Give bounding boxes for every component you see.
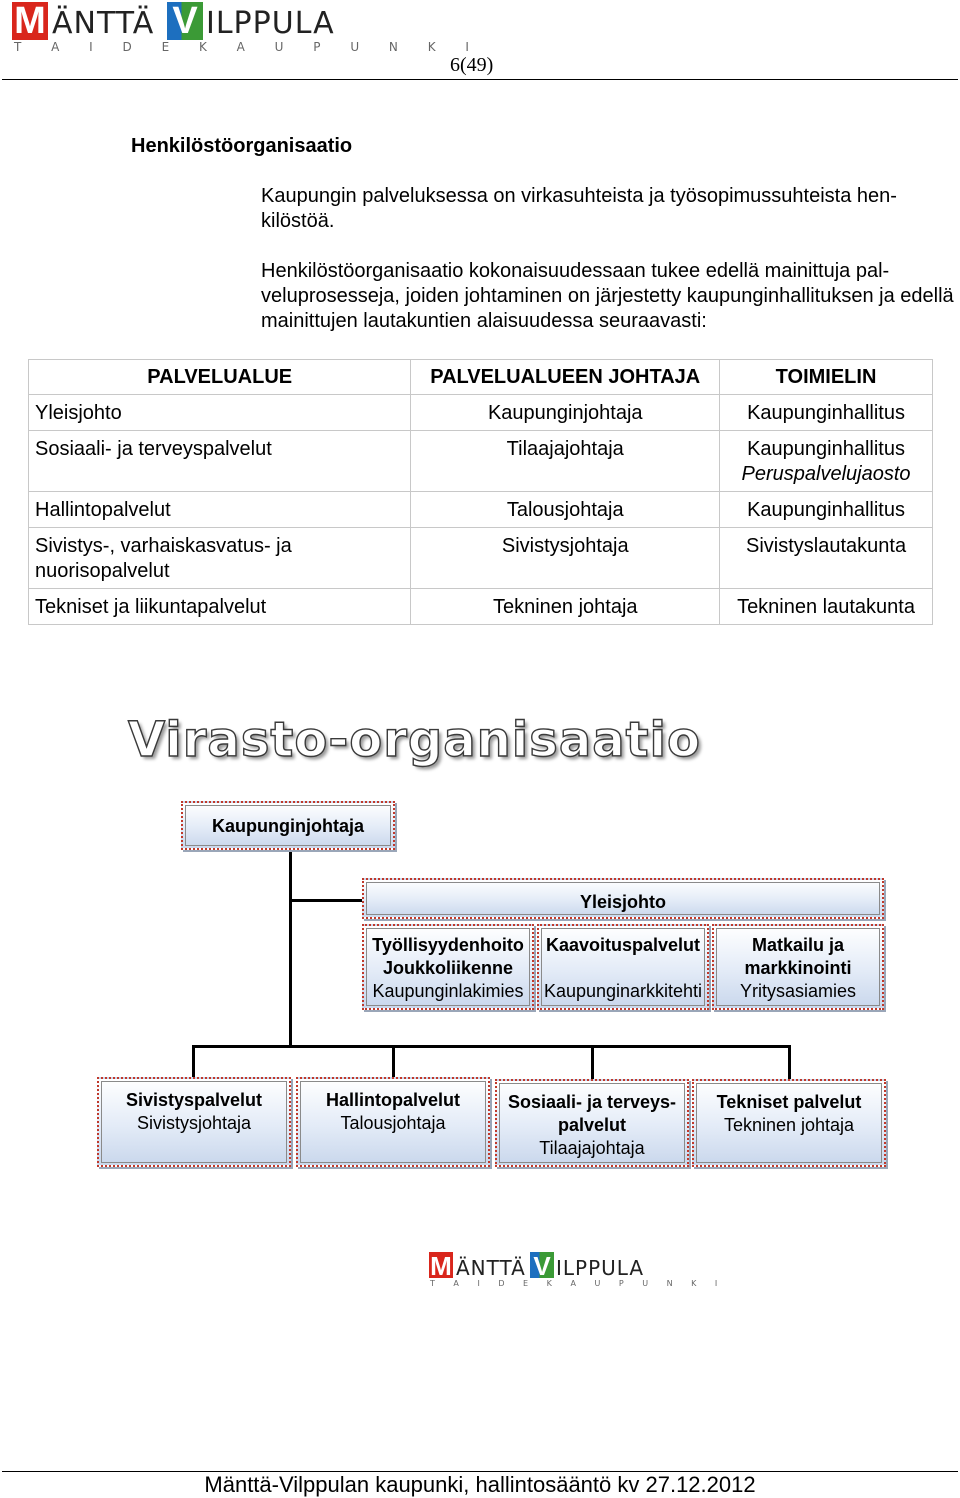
connector-drop-4 [788, 1045, 791, 1079]
department-leader: Sivistysjohtaja [136, 1113, 252, 1133]
connector-drop-2 [392, 1045, 395, 1079]
table-header-row: PALVELUALUE PALVELUALUEEN JOHTAJA TOIMIE… [27, 359, 933, 395]
footer-logo: M ÄNTTÄ V ILPPULA T A I D E K A U P U N … [429, 1251, 717, 1288]
page-footer: Mänttä-Vilppulan kaupunki, hallintosäänt… [204, 1472, 756, 1497]
org-chart-title: Virasto-organisaatio [127, 711, 701, 768]
cell-area: Sosiaali- ja terveyspalvelut [27, 430, 412, 492]
cell-area: Hallintopalvelut [27, 491, 412, 528]
cell-leader: Tilaajajohtaja [410, 430, 721, 492]
logo-word-vilppula: ILPPULA [556, 1256, 645, 1280]
paragraph-2: Henkilöstöorganisaatio kokonaisuudessaan… [261, 260, 954, 332]
department-leader: Tilaajajohtaja [539, 1138, 645, 1158]
table-row: Sosiaali- ja terveyspalvelut Tilaajajoht… [27, 430, 933, 492]
table-row: Sivistys-, varhaiskasvatus- ja nuorisopa… [27, 527, 933, 589]
org-box-label: Yleisjohto [579, 892, 666, 912]
department-name: Hallintopalvelut [325, 1090, 460, 1110]
unit-line-1: Työllisyydenhoito [372, 935, 524, 955]
table-row: Hallintopalvelut Talousjohtaja Kaupungin… [27, 491, 933, 528]
department-name-cont: palvelut [557, 1115, 627, 1135]
cell-area: Yleisjohto [27, 394, 412, 431]
department-leader: Tekninen johtaja [723, 1115, 855, 1135]
cell-body: Kaupunginhallitus Peruspalvelujaosto [719, 430, 933, 492]
paragraph-1: Kaupungin palveluksessa on virkasuhteist… [261, 185, 897, 232]
header-johtaja: PALVELUALUEEN JOHTAJA [410, 359, 721, 395]
header-palvelualue: PALVELUALUE [27, 359, 412, 395]
connector-trunk [289, 848, 292, 1048]
header-toimielin: TOIMIELIN [719, 359, 933, 395]
connector-drop-3 [591, 1045, 594, 1079]
logo-m-letter: M [430, 1251, 452, 1281]
cell-leader: Talousjohtaja [410, 491, 721, 528]
org-box-unit-2: Kaavoituspalvelut Kaupunginarkkitehti [537, 924, 709, 1010]
cell-area: Tekniset ja liikuntapalvelut [27, 588, 412, 625]
connector-drop-1 [192, 1045, 195, 1079]
unit-line-3: Yritysasiamies [739, 981, 857, 1001]
cell-leader: Tekninen johtaja [410, 588, 721, 625]
org-box-unit-1: Työllisyydenhoito Joukkoliikenne Kaupung… [362, 924, 534, 1010]
section-heading: Henkilöstöorganisaatio [131, 135, 353, 157]
unit-line-2: markkinointi [744, 958, 852, 978]
org-box-department-2: Hallintopalvelut Talousjohtaja [296, 1077, 490, 1167]
cell-leader: Sivistysjohtaja [410, 527, 721, 589]
org-box-department-4: Tekniset palvelut Tekninen johtaja [692, 1079, 886, 1167]
department-name: Sivistyspalvelut [125, 1090, 263, 1110]
logo-m-block: M [12, 0, 48, 42]
service-area-table: PALVELUALUE PALVELUALUEEN JOHTAJA TOIMIE… [27, 359, 933, 625]
logo-v-letter: V [172, 0, 198, 42]
cell-body: Sivistyslautakunta [719, 527, 933, 589]
org-box-label: Kaupunginjohtaja [212, 816, 364, 836]
unit-line-1: Matkailu ja [751, 935, 845, 955]
connector-horizontal [192, 1045, 791, 1048]
unit-line-3: Kaupunginlakimies [372, 981, 524, 1001]
cell-body-sub: Peruspalvelujaosto [741, 463, 911, 485]
department-name: Sosiaali- ja terveys- [507, 1092, 677, 1112]
cell-area: Sivistys-, varhaiskasvatus- ja nuorisopa… [27, 527, 412, 589]
logo-m-letter: M [14, 0, 46, 42]
table-row: Yleisjohto Kaupunginjohtaja Kaupunginhal… [27, 394, 933, 431]
org-box-department-1: Sivistyspalvelut Sivistysjohtaja [97, 1077, 291, 1167]
table-row: Tekniset ja liikuntapalvelut Tekninen jo… [27, 588, 933, 625]
unit-line-1: Kaavoituspalvelut [545, 935, 701, 955]
page-number: 6(49) [450, 54, 494, 76]
logo-v-letter: V [533, 1251, 551, 1281]
department-leader: Talousjohtaja [340, 1113, 446, 1133]
logo-subtitle: T A I D E K A U P U N K I [430, 1279, 726, 1288]
header-rule [2, 79, 958, 80]
logo-v-block: V [167, 0, 203, 42]
unit-line-2: Joukkoliikenne [382, 958, 514, 978]
unit-line-2 [539, 957, 707, 980]
cell-body: Tekninen lautakunta [719, 588, 933, 625]
department-name: Tekniset palvelut [716, 1092, 862, 1112]
logo-word-mantta: ÄNTTÄ [456, 1256, 526, 1280]
org-box-department-3: Sosiaali- ja terveys- palvelut Tilaajajo… [495, 1079, 689, 1167]
cell-leader: Kaupunginjohtaja [410, 394, 721, 431]
cell-body-main: Kaupunginhallitus [747, 438, 905, 460]
org-box-yleisjohto: Yleisjohto [362, 878, 884, 919]
logo-subtitle: T A I D E K A U P U N K I [14, 40, 482, 54]
logo-word-mantta: ÄNTTÄ [52, 6, 155, 41]
cell-body: Kaupunginhallitus [719, 491, 933, 528]
cell-body: Kaupunginhallitus [719, 394, 933, 431]
org-box-unit-3: Matkailu ja markkinointi Yritysasiamies [712, 924, 884, 1010]
logo-v-block: V [530, 1251, 554, 1281]
org-box-kaupunginjohtaja: Kaupunginjohtaja [181, 801, 395, 850]
unit-line-3: Kaupunginarkkitehti [543, 981, 703, 1001]
header-logo: M ÄNTTÄ V ILPPULA T A I D E K A U P U N … [12, 0, 469, 54]
connector-to-yleisjohto [289, 899, 364, 902]
logo-word-vilppula: ILPPULA [206, 6, 335, 41]
logo-m-block: M [429, 1251, 453, 1281]
footer-rule [2, 1471, 958, 1472]
